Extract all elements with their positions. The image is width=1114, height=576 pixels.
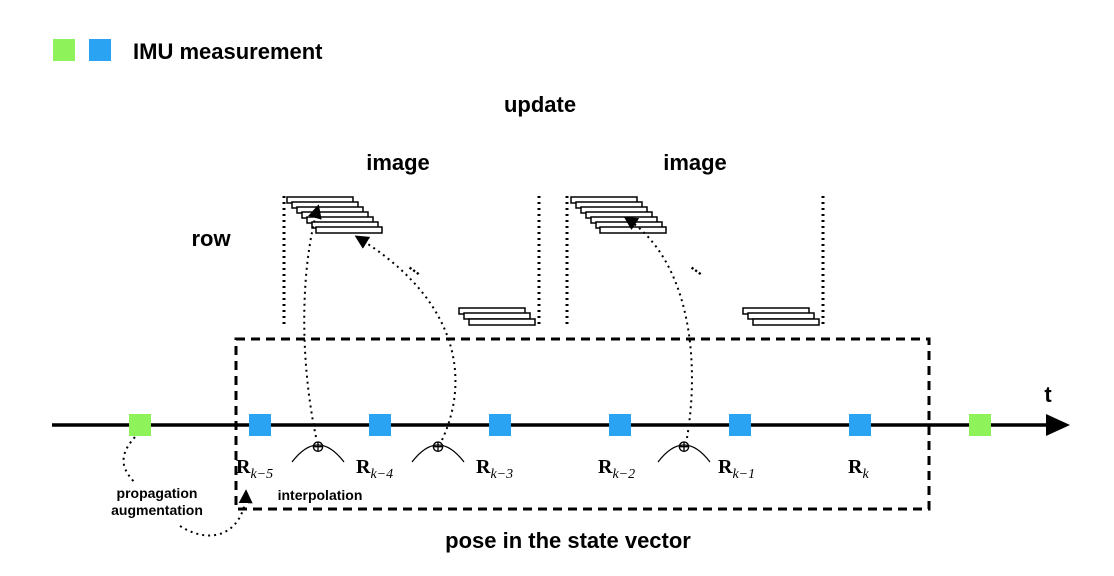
augmentation-arrow [179, 489, 253, 537]
legend-green-square [53, 39, 75, 61]
row-stack-bottom-1 [458, 307, 536, 326]
imu-measurement-green-2 [969, 414, 991, 436]
interpolation-arc-3: ⊕ [657, 437, 711, 463]
ellipsis-2: ... [688, 257, 709, 279]
imu-measurement-blue-6 [849, 414, 871, 436]
image-label-2: image [663, 150, 727, 175]
legend-blue-square [89, 39, 111, 61]
row-stack-bottom-2 [742, 307, 820, 326]
time-axis-label: t [1044, 382, 1052, 407]
row-label: row [191, 226, 231, 251]
time-axis-arrowhead [1046, 414, 1070, 436]
row-stack-top-2 [570, 196, 667, 234]
interpolation-arrow-3 [623, 216, 693, 439]
pose-label-2: Rk−4 [356, 456, 393, 482]
state-box-label: pose in the state vector [445, 528, 691, 553]
pose-label-6: Rk [848, 456, 869, 482]
propagation-label: propagation [117, 485, 198, 501]
imu-measurement-green-1 [129, 414, 151, 436]
oplus-symbol-3: ⊕ [677, 437, 691, 456]
row-stack-top-1 [286, 196, 383, 234]
interpolation-arc-2: ⊕ [411, 437, 465, 463]
imu-measurement-blue-2 [369, 414, 391, 436]
oplus-symbol-1: ⊕ [311, 437, 325, 456]
pose-label-3: Rk−3 [476, 456, 513, 482]
interpolation-arrow-2 [354, 235, 457, 441]
pose-label-4: Rk−2 [598, 456, 635, 482]
interpolation-label: interpolation [278, 487, 363, 503]
legend-label: IMU measurement [133, 39, 323, 64]
pose-label-1: Rk−5 [236, 456, 273, 482]
image-label-1: image [366, 150, 430, 175]
imu-measurement-blue-1 [249, 414, 271, 436]
imu-measurement-blue-5 [729, 414, 751, 436]
augmentation-label: augmentation [111, 502, 203, 518]
update-label: update [504, 92, 576, 117]
ellipsis-1: ... [406, 257, 427, 279]
imu-measurement-blue-4 [609, 414, 631, 436]
interpolation-arrow-1 [303, 204, 322, 438]
imu-measurement-blue-3 [489, 414, 511, 436]
image-frame-2: ... [565, 196, 825, 327]
pose-label-5: Rk−1 [718, 456, 755, 482]
interpolation-arc-1: ⊕ [291, 437, 345, 463]
oplus-symbol-2: ⊕ [431, 437, 445, 456]
propagation-arrow-start [122, 436, 136, 483]
image-frame-1: ... [282, 196, 541, 327]
